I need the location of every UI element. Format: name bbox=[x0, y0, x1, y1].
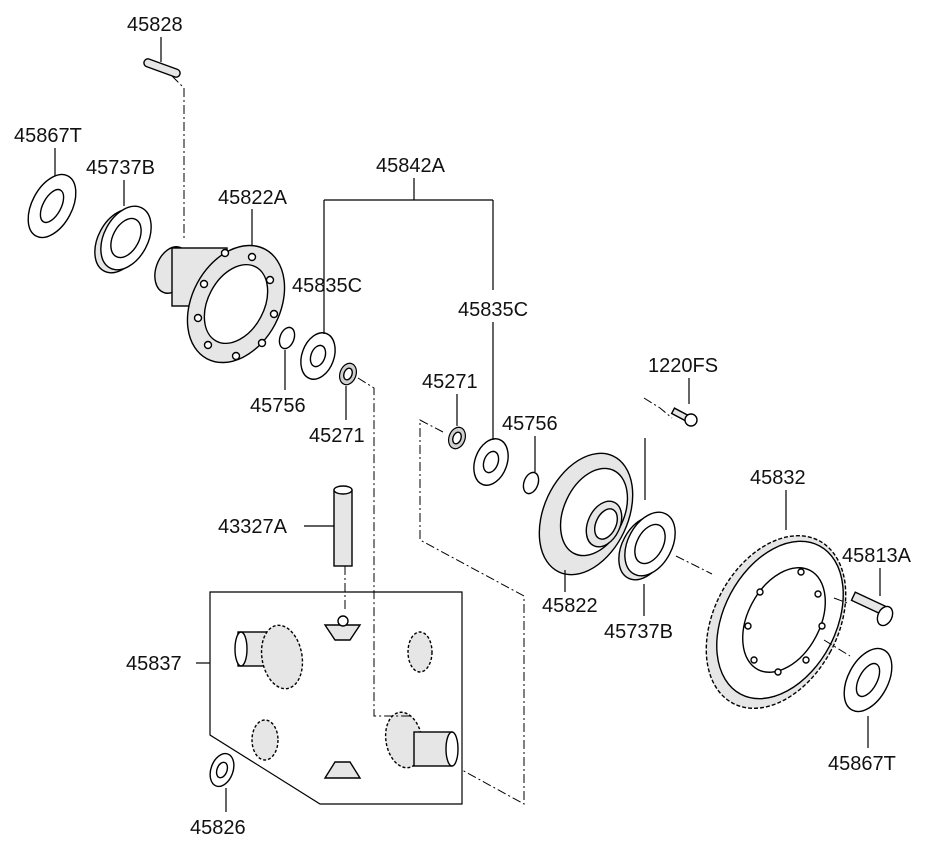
differential-case-45822a bbox=[154, 244, 286, 364]
screw-1220fs bbox=[670, 407, 698, 427]
label-1220fs: 1220FS bbox=[648, 355, 718, 377]
label-45867t-left: 45867T bbox=[14, 125, 82, 147]
label-45832: 45832 bbox=[750, 467, 806, 489]
pinion-gear-left-lower bbox=[251, 719, 279, 761]
side-gear-right bbox=[384, 711, 459, 769]
bushing-45271-right bbox=[447, 426, 467, 450]
label-45271-right: 45271 bbox=[422, 371, 478, 393]
pinion-gear-top bbox=[323, 615, 362, 641]
o-ring-45756-left bbox=[278, 326, 296, 350]
ring-gear-45832 bbox=[705, 535, 847, 709]
leader-lines bbox=[54, 37, 881, 812]
label-45826: 45826 bbox=[190, 817, 246, 839]
label-45842a: 45842A bbox=[376, 155, 446, 177]
label-45835c-left: 45835C bbox=[292, 275, 362, 297]
bushing-45271-left bbox=[338, 362, 358, 386]
label-45271-left: 45271 bbox=[309, 425, 365, 447]
pinion-gear-bottom bbox=[323, 761, 362, 779]
gear-set-45837 bbox=[209, 591, 463, 805]
differential-cover-45822 bbox=[538, 452, 634, 576]
dash-dot-assembly-lines bbox=[171, 75, 851, 805]
washer-45826 bbox=[209, 752, 235, 788]
washer-45835c-left bbox=[300, 332, 336, 380]
label-45813a: 45813A bbox=[842, 545, 912, 567]
label-45828: 45828 bbox=[127, 14, 183, 36]
side-gear-left bbox=[234, 624, 304, 690]
washer-45835c-right bbox=[473, 438, 509, 486]
thrust-washer-45867t-left bbox=[27, 173, 77, 239]
label-45822a: 45822A bbox=[218, 187, 288, 209]
label-45756-left: 45756 bbox=[250, 395, 306, 417]
label-45737b-left: 45737B bbox=[86, 157, 155, 179]
label-45867t-right: 45867T bbox=[828, 753, 896, 775]
bolt-45813a bbox=[850, 591, 894, 627]
label-45837: 45837 bbox=[126, 653, 182, 675]
o-ring-45756-right bbox=[522, 471, 540, 495]
pinion-shaft-43327a bbox=[333, 485, 353, 567]
bearing-45737b-left bbox=[94, 205, 152, 274]
label-45835c-right: 45835C bbox=[458, 299, 528, 321]
pin-45828 bbox=[143, 58, 181, 78]
label-45822: 45822 bbox=[542, 595, 598, 617]
pinion-gear-right bbox=[407, 631, 433, 673]
label-45756-right: 45756 bbox=[502, 413, 558, 435]
label-45737b-right: 45737B bbox=[604, 621, 673, 643]
thrust-washer-45867t-right bbox=[843, 647, 893, 713]
label-43327a: 43327A bbox=[218, 516, 288, 538]
bearing-45737b-right bbox=[618, 511, 676, 581]
